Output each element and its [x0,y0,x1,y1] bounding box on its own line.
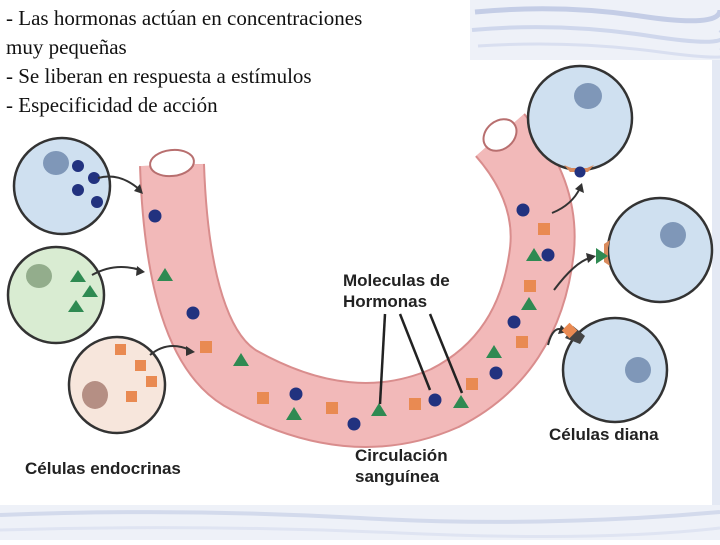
circle-hormone-icon [507,315,521,329]
endocrine-cell-green [6,245,106,345]
triangle-hormone-icon [70,270,86,282]
circulation-label-line1: Circulación [355,446,448,465]
blood-vessel [139,113,576,448]
triangle-hormone-icon [286,407,302,420]
bullet-line: - Las hormonas actúan en concentraciones [6,6,363,30]
molecules-label-line2: Hormonas [343,292,428,311]
triangle-hormone-icon [233,353,249,366]
secretion-arrows [91,175,195,356]
circle-hormone-icon [516,203,530,217]
bullet-line: - Se liberan en respuesta a estímulos [6,64,312,88]
triangle-hormone-icon [157,268,173,281]
square-hormone-icon [200,341,212,353]
endocrine-cell-peach [67,335,167,435]
target-cells-label: Células diana [549,424,659,445]
circle-hormone-icon [72,160,84,172]
triangle-hormone-icon [486,345,502,358]
square-hormone-icon [115,344,126,355]
target-cell-3 [561,316,669,424]
circle-hormone-icon [186,306,200,320]
circle-hormone-icon [289,387,303,401]
target-cell-1 [526,64,634,178]
square-hormone-icon [146,376,157,387]
circle-hormone-icon [91,196,103,208]
square-hormone-icon [326,402,338,414]
endocrine-cell-blue [12,136,112,236]
triangle-hormone-icon [453,395,469,408]
circulation-label-line2: sanguínea [355,467,440,486]
circle-hormone-icon [574,166,586,178]
receptor-icon [604,240,610,266]
target-cells-label-text: Células diana [549,425,659,444]
square-hormone-icon [466,378,478,390]
square-hormone-icon [126,391,137,402]
square-hormone-icon [516,336,528,348]
circle-hormone-icon [541,248,555,262]
circle-hormone-icon [88,172,100,184]
target-cell-2 [596,196,714,304]
triangle-hormone-icon [521,297,537,310]
label-pointers [378,313,464,405]
circle-hormone-icon [148,209,162,223]
circle-hormone-icon [489,366,503,380]
circle-hormone-icon [72,184,84,196]
triangle-hormone-icon [371,403,387,416]
triangle-hormone-icon [68,300,84,312]
endocrine-cells-label: Células endocrinas [25,458,181,479]
square-hormone-icon [409,398,421,410]
triangle-hormone-icon [596,248,608,264]
circulation-label: Circulación sanguínea [355,445,448,487]
bullet-line: - Especificidad de acción [6,93,218,117]
circle-hormone-icon [347,417,361,431]
triangle-hormone-icon [526,248,542,261]
square-hormone-icon [257,392,269,404]
molecules-label-line1: Moleculas de [343,271,450,290]
circle-hormone-icon [428,393,442,407]
endocrine-cells-label-text: Células endocrinas [25,459,181,478]
bullet-line: muy pequeñas [6,35,127,59]
square-hormone-icon [538,223,550,235]
bullet-list: - Las hormonas actúan en concentraciones… [6,4,476,120]
square-hormone-icon [135,360,146,371]
square-hormone-icon [524,280,536,292]
molecules-label: Moleculas de Hormonas [343,270,450,312]
circulating-hormones [148,203,555,431]
triangle-hormone-icon [82,285,98,297]
